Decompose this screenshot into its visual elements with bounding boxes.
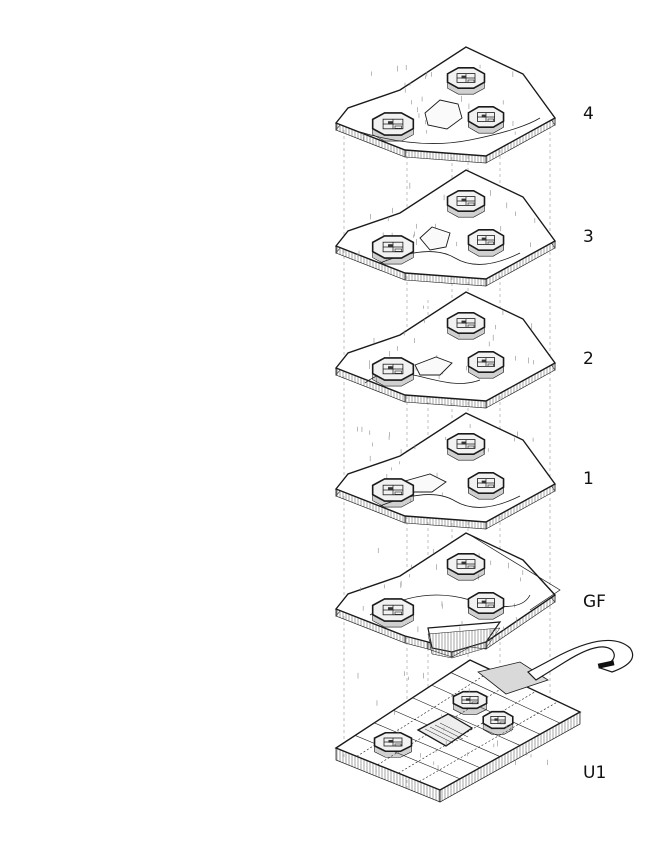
floor-plate-2 xyxy=(334,291,557,409)
core-east-u1 xyxy=(482,710,514,735)
core-north-u1 xyxy=(452,690,488,715)
atrium-2 xyxy=(414,356,453,376)
core-north-gf xyxy=(446,553,486,581)
atrium-4 xyxy=(424,99,463,130)
floor-label-u1: U1 xyxy=(583,763,607,783)
core-east-gf xyxy=(467,592,505,620)
floor-plate-gf xyxy=(334,532,561,659)
floor-plate-3 xyxy=(334,169,557,287)
u1-room-grid xyxy=(355,670,561,782)
floor-label-2: 2 xyxy=(583,349,594,369)
canopy-outline xyxy=(469,534,561,611)
u1-access-ramp xyxy=(527,639,634,681)
floor-plate-1 xyxy=(334,412,557,530)
atrium-3 xyxy=(419,226,451,251)
core-north-1 xyxy=(446,433,486,461)
core-north-3 xyxy=(446,190,486,218)
floor-label-gf: GF xyxy=(583,592,606,612)
floor-label-4: 4 xyxy=(583,104,594,124)
floor-label-1: 1 xyxy=(583,469,594,489)
core-east-2 xyxy=(467,351,505,379)
core-north-4 xyxy=(446,67,486,95)
core-east-1 xyxy=(467,472,505,500)
core-west-2 xyxy=(371,357,415,387)
core-east-3 xyxy=(467,229,505,257)
floor-plate-u1 xyxy=(334,639,634,803)
floor-label-3: 3 xyxy=(583,227,594,247)
floor-plate-4 xyxy=(334,46,557,164)
core-west-3 xyxy=(371,235,415,265)
core-west-4 xyxy=(371,112,415,142)
u1-ramp-portal xyxy=(597,660,615,669)
floor-plates xyxy=(334,46,634,803)
core-east-4 xyxy=(467,106,505,134)
core-north-2 xyxy=(446,312,486,340)
core-west-1 xyxy=(371,478,415,508)
core-west-gf xyxy=(371,598,415,628)
core-west-u1 xyxy=(373,731,413,758)
